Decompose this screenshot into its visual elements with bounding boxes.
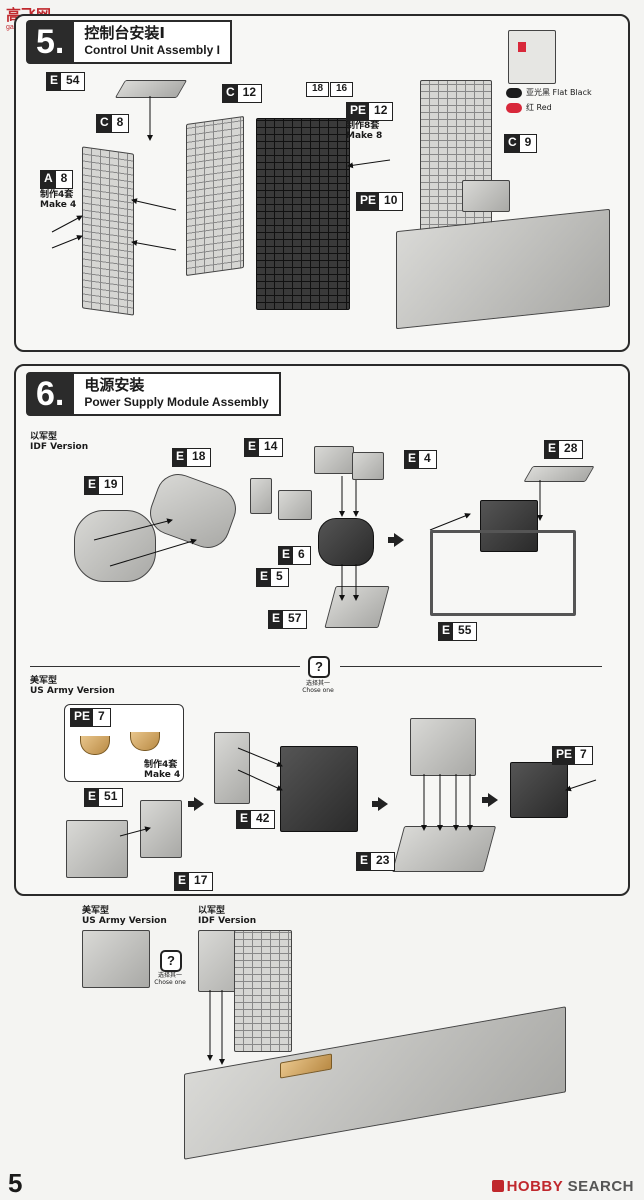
note-a8-cn: 制作4套: [40, 190, 74, 200]
part-e51-illustration: [66, 820, 128, 878]
note-make4-en: Make 4: [144, 770, 181, 780]
version-separator-left: [30, 666, 300, 667]
step6-title-en: Power Supply Module Assembly: [84, 395, 269, 409]
tag-18: 18: [306, 82, 330, 97]
step5-number: 5.: [26, 20, 75, 64]
step5-title-en: Control Unit Assembly I: [84, 43, 220, 57]
idf-version-label-en: IDF Version: [30, 442, 89, 452]
note-make4-cn: 制作4套: [144, 760, 178, 770]
part-c9-illustration: [462, 180, 510, 212]
part-c12-illustration: [186, 115, 244, 277]
part-e28-illustration: [523, 466, 595, 482]
step5-title: 控制台安装Ⅰ Control Unit Assembly I: [74, 20, 232, 64]
final-choose-one-label-cn: 选择其一: [157, 972, 182, 979]
legend-red-swatch: [506, 103, 522, 113]
idf-power-module-illustration: [480, 500, 538, 552]
us-version-label-cn: 美军型: [30, 676, 58, 686]
step6-number: 6.: [26, 372, 75, 416]
choose-one-icon: ?: [308, 656, 330, 678]
final-choose-one-label-en: Chose one: [154, 979, 186, 986]
red-button-icon: [518, 42, 526, 52]
part-e5-illustration: [250, 478, 272, 514]
version-separator-right: [340, 666, 602, 667]
us-version-label-en: US Army Version: [30, 686, 115, 696]
final-idf-label-en: IDF Version: [198, 916, 257, 926]
final-us-label-cn: 美军型: [82, 906, 110, 916]
assembled-control-unit-illustration: [420, 80, 492, 232]
step6-title: 电源安装 Power Supply Module Assembly: [74, 372, 281, 416]
part-e54-illustration: [114, 80, 188, 98]
final-control-unit-illustration: [234, 930, 292, 1052]
choose-one-label-cn: 选择其一: [305, 680, 330, 687]
note-a8-en: Make 4: [40, 200, 77, 210]
control-unit-illustration: [256, 118, 350, 310]
choose-one-label-en: Chose one: [302, 687, 334, 694]
legend-flat-black-label: 亚光黑 Flat Black: [526, 88, 592, 97]
page-number: 5: [8, 1168, 23, 1198]
hobbysearch-logo-icon: [491, 1180, 504, 1192]
engine-core-illustration: [318, 518, 374, 566]
final-idf-label-cn: 以军型: [198, 906, 226, 916]
color-chip-illustration: [508, 30, 556, 84]
idf-version-label-cn: 以军型: [30, 432, 58, 442]
part-e4-illustration: [352, 452, 384, 480]
part-e14-illustration: [314, 446, 354, 474]
step6-header: 6. 电源安装 Power Supply Module Assembly: [26, 372, 281, 416]
legend-red-label: 红 Red: [526, 103, 552, 112]
part-e6-illustration: [278, 490, 312, 520]
legend-flat-black-swatch: [506, 88, 522, 98]
note-pe12-cn: 制作8套: [346, 121, 380, 131]
step6-title-cn: 电源安装: [84, 376, 145, 394]
part-e42-illustration: [214, 732, 250, 804]
part-e57-illustration: [324, 586, 390, 628]
part-c8-illustration: [82, 146, 134, 316]
hobby-search-brand: HOBBY SEARCH: [491, 1178, 634, 1195]
part-e19-illustration: [74, 510, 156, 582]
us-power-module-final-illustration: [510, 762, 568, 818]
part-e55-illustration: [430, 530, 576, 616]
note-pe12-en: Make 8: [346, 131, 383, 141]
part-e17-illustration: [140, 800, 182, 858]
step5-header: 5. 控制台安装Ⅰ Control Unit Assembly I: [26, 20, 232, 64]
final-us-module-illustration: [82, 930, 150, 988]
part-e23-illustration: [391, 826, 497, 872]
step5-title-cn: 控制台安装Ⅰ: [84, 24, 165, 42]
us-power-unit-top-illustration: [410, 718, 476, 776]
final-choose-one-icon: ?: [160, 950, 182, 972]
final-us-label-en: US Army Version: [82, 916, 167, 926]
tag-16: 16: [330, 82, 354, 97]
us-power-unit-illustration: [280, 746, 358, 832]
